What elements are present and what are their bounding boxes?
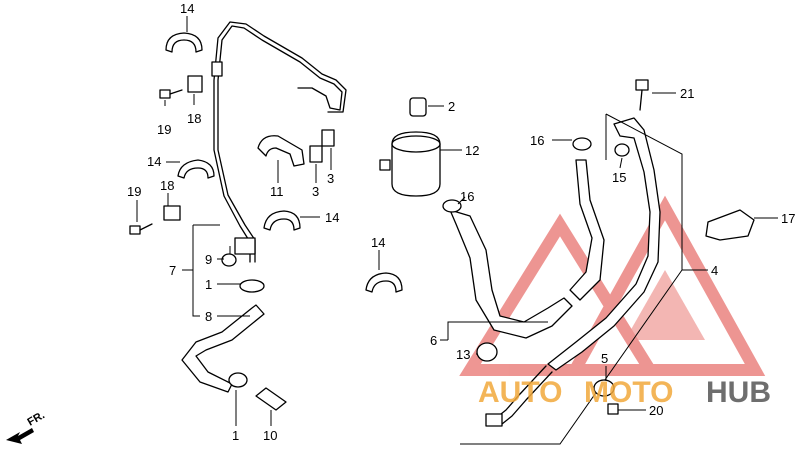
callout-10: 10 [263, 428, 277, 443]
clamp-16b [442, 199, 462, 213]
callout-14a: 14 [180, 1, 194, 16]
callout-5: 5 [601, 351, 608, 366]
pressure-hose-4 [485, 117, 661, 427]
callout-4: 4 [711, 263, 718, 278]
callout-6: 6 [430, 333, 437, 348]
callout-18b: 18 [160, 178, 174, 193]
clamp-1a [239, 279, 265, 293]
bolt-20 [607, 403, 619, 415]
callout-labels: 14 19 18 14 19 18 11 3 3 9 7 1 8 1 10 14… [127, 1, 795, 443]
callout-14b: 14 [147, 154, 161, 169]
callout-13: 13 [456, 347, 470, 362]
clip-14b [177, 159, 215, 179]
clamp-1b [228, 372, 248, 388]
callout-20: 20 [649, 403, 663, 418]
front-direction-marker: FR. [6, 409, 47, 444]
cap-2 [409, 97, 427, 117]
clip-18b [163, 205, 181, 221]
callout-2: 2 [448, 99, 455, 114]
callout-9: 9 [205, 252, 212, 267]
callout-11: 11 [270, 184, 284, 199]
clamp-3a [309, 145, 323, 163]
callout-14c: 14 [325, 210, 339, 225]
grommet-9 [221, 253, 237, 267]
clip-18a [187, 75, 203, 93]
callout-14d: 14 [371, 235, 385, 250]
leader-lines [136, 16, 778, 426]
watermark-moto: MOTO [584, 376, 673, 409]
clip-14c [263, 210, 301, 231]
watermark-hub: HUB [706, 376, 771, 409]
callout-16b: 16 [460, 189, 474, 204]
callout-8: 8 [205, 309, 212, 324]
callout-7: 7 [169, 263, 176, 278]
clamp-5 [593, 379, 615, 397]
callout-3b: 3 [327, 171, 334, 186]
grommet-13 [476, 342, 498, 362]
return-pipe [211, 21, 347, 263]
callout-17: 17 [781, 211, 795, 226]
front-arrow-icon [6, 428, 34, 444]
clip-14d [365, 272, 403, 293]
watermark-text: AUTO MOTO HUB [478, 376, 771, 409]
fitting-10 [255, 387, 287, 411]
bolt-19b [129, 223, 153, 235]
callout-1a: 1 [205, 277, 212, 292]
bolt-19a [159, 89, 183, 99]
clamp-16a [572, 137, 592, 151]
clamp-3b [321, 129, 335, 147]
clip-14a [165, 32, 203, 53]
hose-8 [181, 304, 265, 393]
callout-19b: 19 [127, 184, 141, 199]
callout-19a: 19 [157, 122, 171, 137]
callout-21: 21 [680, 86, 694, 101]
clip-17 [705, 209, 755, 241]
callout-15: 15 [612, 170, 626, 185]
callout-16a: 16 [530, 133, 544, 148]
callout-1b: 1 [232, 428, 239, 443]
hose-6 [449, 159, 605, 339]
bolt-21 [635, 79, 649, 111]
callout-3a: 3 [312, 184, 319, 199]
callout-12: 12 [465, 143, 479, 158]
reservoir-12 [379, 131, 441, 197]
washer-15 [614, 143, 630, 157]
hose-11 [257, 135, 305, 167]
watermark-auto: AUTO [478, 376, 562, 409]
front-label: FR. [26, 409, 47, 428]
callout-18a: 18 [187, 111, 201, 126]
